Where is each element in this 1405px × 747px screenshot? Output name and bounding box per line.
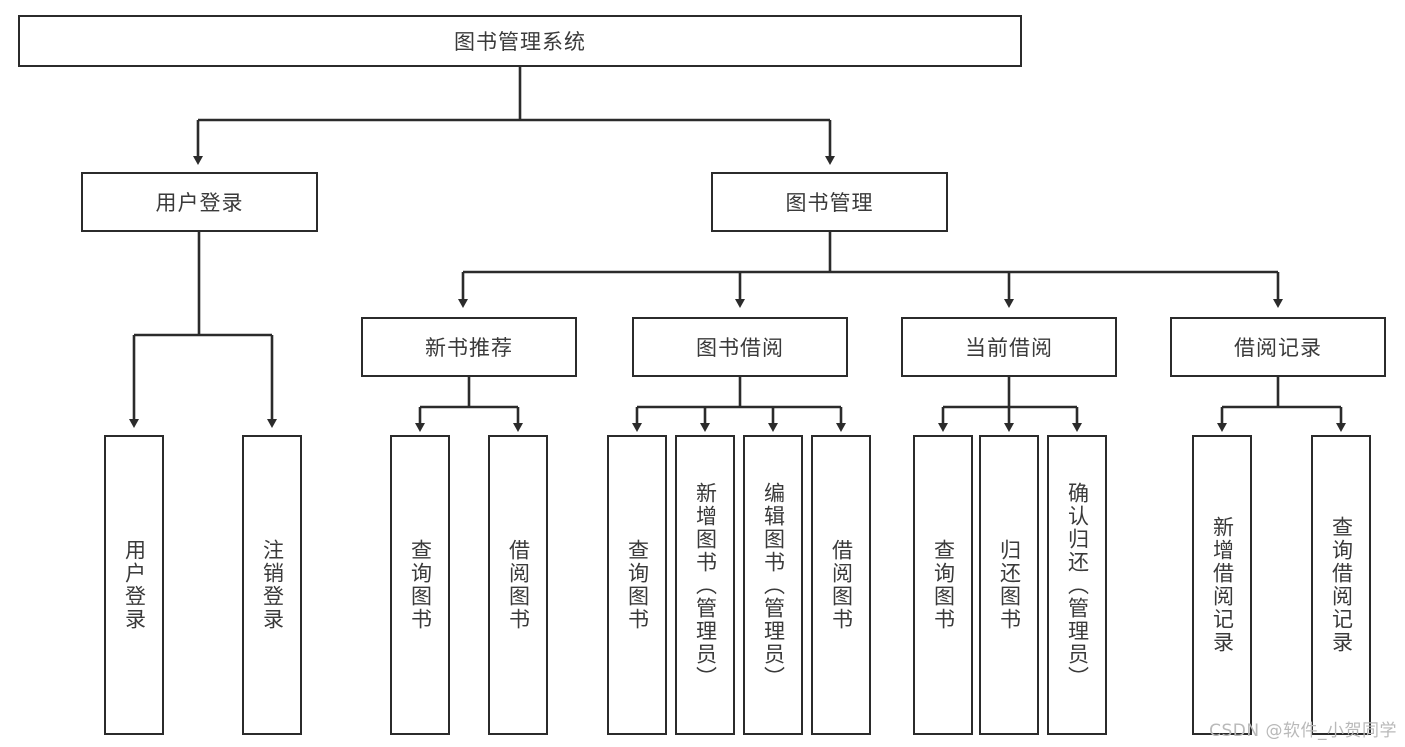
node-leaf-borrow-book-1[interactable]: 借阅图书 — [488, 435, 548, 735]
node-current-borrow[interactable]: 当前借阅 — [901, 317, 1117, 377]
node-book-borrow-label: 图书借阅 — [696, 336, 784, 360]
node-root-label: 图书管理系统 — [454, 30, 586, 54]
node-user-login-label: 用户登录 — [155, 191, 244, 215]
csdn-watermark: CSDN @软件_小贺同学 — [1209, 721, 1397, 741]
node-leaf-query-book-3-label: 查询图书 — [931, 539, 956, 631]
node-leaf-query-book-1[interactable]: 查询图书 — [390, 435, 450, 735]
node-leaf-borrow-book-1-label: 借阅图书 — [506, 539, 531, 631]
node-leaf-logout-login-label: 注销登录 — [260, 539, 285, 631]
node-leaf-edit-book-label: 编辑图书（管理员） — [761, 481, 786, 689]
node-root[interactable]: 图书管理系统 — [18, 15, 1022, 67]
node-book-management[interactable]: 图书管理 — [711, 172, 948, 232]
node-leaf-user-login[interactable]: 用户登录 — [104, 435, 164, 735]
node-leaf-add-book-label: 新增图书（管理员） — [693, 481, 718, 689]
node-current-borrow-label: 当前借阅 — [965, 336, 1053, 360]
node-leaf-confirm-return-label: 确认归还（管理员） — [1065, 481, 1090, 689]
node-book-borrow[interactable]: 图书借阅 — [632, 317, 848, 377]
node-leaf-query-record-label: 查询借阅记录 — [1329, 516, 1354, 654]
node-leaf-borrow-book-2[interactable]: 借阅图书 — [811, 435, 871, 735]
node-leaf-query-book-3[interactable]: 查询图书 — [913, 435, 973, 735]
node-leaf-return-book-label: 归还图书 — [997, 539, 1022, 631]
node-leaf-add-book[interactable]: 新增图书（管理员） — [675, 435, 735, 735]
node-leaf-query-book-2-label: 查询图书 — [625, 539, 650, 631]
node-new-book-recommend-label: 新书推荐 — [425, 336, 513, 360]
node-leaf-edit-book[interactable]: 编辑图书（管理员） — [743, 435, 803, 735]
node-leaf-return-book[interactable]: 归还图书 — [979, 435, 1039, 735]
node-new-book-recommend[interactable]: 新书推荐 — [361, 317, 577, 377]
node-leaf-logout-login[interactable]: 注销登录 — [242, 435, 302, 735]
node-borrow-record-label: 借阅记录 — [1234, 336, 1322, 360]
node-leaf-query-record[interactable]: 查询借阅记录 — [1311, 435, 1371, 735]
node-borrow-record[interactable]: 借阅记录 — [1170, 317, 1386, 377]
node-leaf-confirm-return[interactable]: 确认归还（管理员） — [1047, 435, 1107, 735]
node-leaf-borrow-book-2-label: 借阅图书 — [829, 539, 854, 631]
node-leaf-user-login-label: 用户登录 — [122, 539, 147, 631]
node-book-management-label: 图书管理 — [785, 191, 874, 215]
node-leaf-query-book-2[interactable]: 查询图书 — [607, 435, 667, 735]
node-user-login[interactable]: 用户登录 — [81, 172, 318, 232]
node-leaf-query-book-1-label: 查询图书 — [408, 539, 433, 631]
node-leaf-add-record[interactable]: 新增借阅记录 — [1192, 435, 1252, 735]
node-leaf-add-record-label: 新增借阅记录 — [1210, 516, 1235, 654]
